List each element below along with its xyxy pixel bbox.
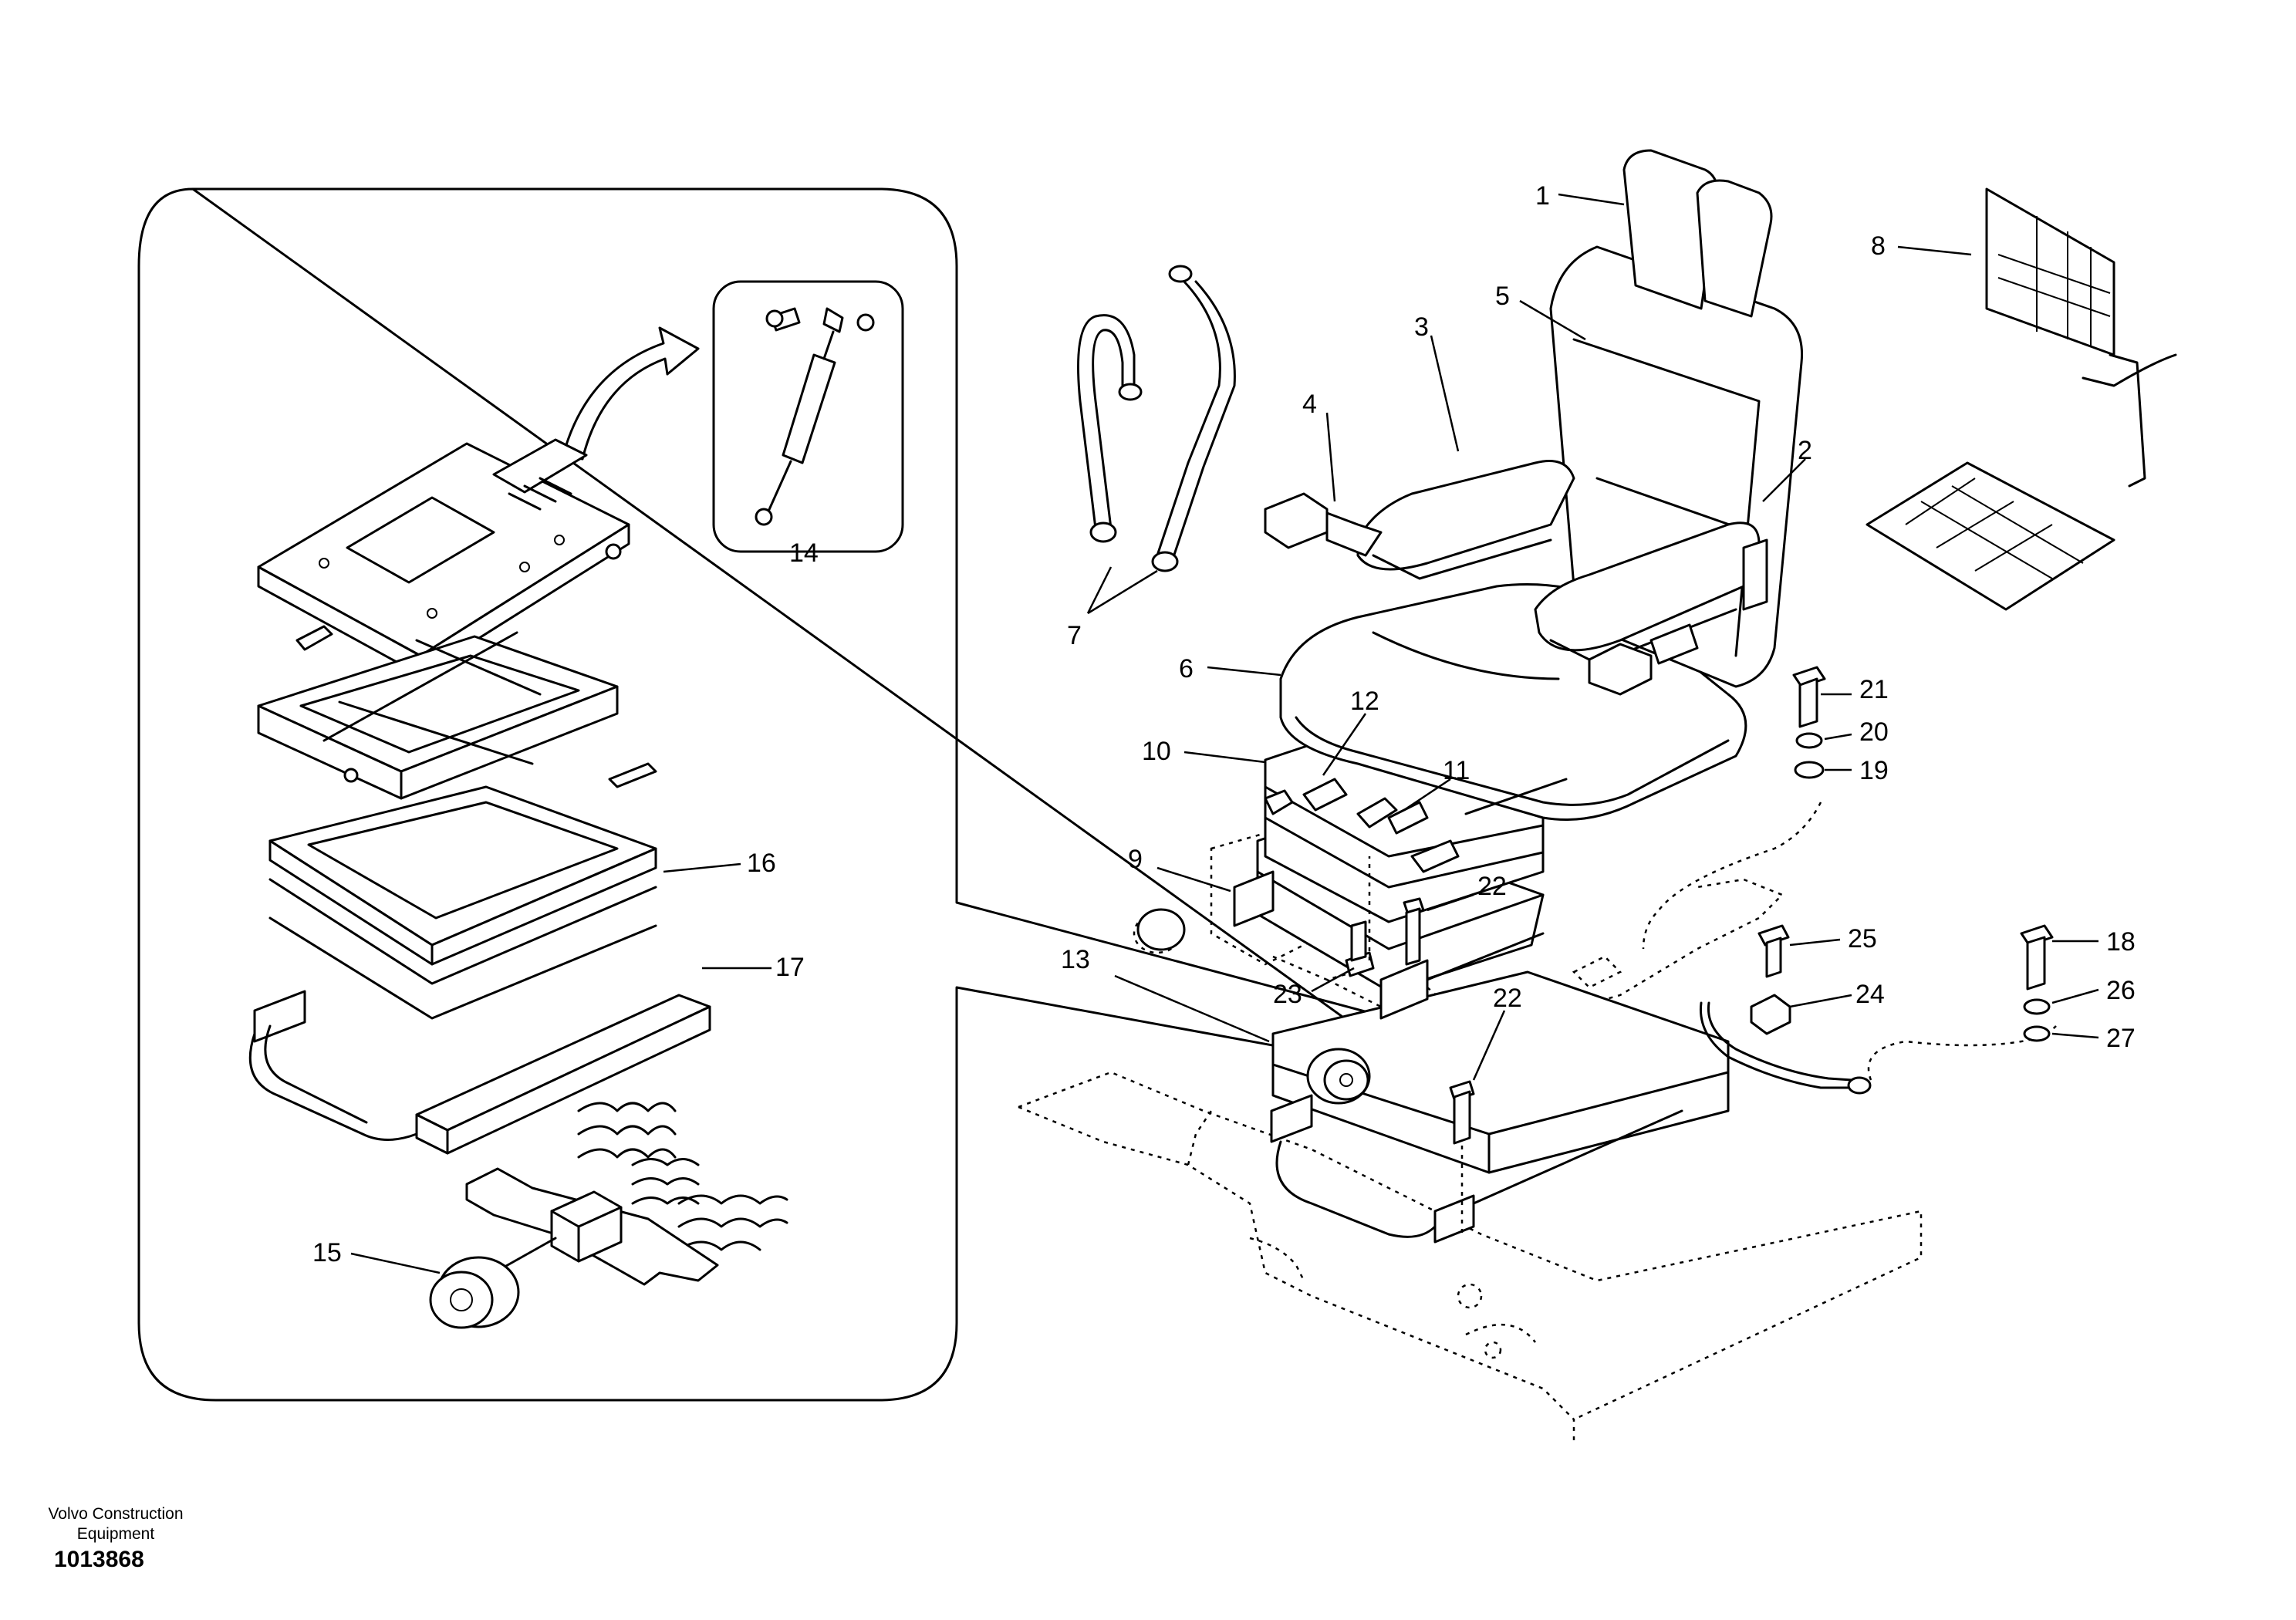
callout-12: 12 xyxy=(1350,687,1379,716)
leader-lines xyxy=(350,193,2099,1274)
cab-floor xyxy=(1018,1071,1923,1443)
ground-cables xyxy=(1077,265,1236,572)
callout-23: 23 xyxy=(1273,980,1302,1009)
callout-17: 17 xyxy=(775,953,805,982)
callout-8: 8 xyxy=(1871,231,1886,261)
springs xyxy=(577,1102,788,1251)
callout-1: 1 xyxy=(1535,181,1550,211)
callout-11: 11 xyxy=(1443,756,1470,785)
callout-25: 25 xyxy=(1848,924,1877,953)
floor-mat xyxy=(1866,187,2177,611)
callout-22-lower: 22 xyxy=(1493,984,1522,1013)
suspension-tray xyxy=(268,762,657,1020)
armrests xyxy=(1356,460,1768,665)
callout-16: 16 xyxy=(747,849,776,878)
callout-5: 5 xyxy=(1495,282,1510,311)
footer-company-name: Volvo Construction Equipment xyxy=(48,1505,184,1543)
scissor-frame xyxy=(257,631,619,800)
detail-inset xyxy=(137,187,1421,1402)
adjuster-assembly xyxy=(429,1167,719,1329)
gas-spring-part xyxy=(755,307,875,526)
seat-top-plate xyxy=(257,438,630,677)
callout-14: 14 xyxy=(789,538,819,568)
gas-spring-detail xyxy=(712,280,904,553)
callout-22-upper: 22 xyxy=(1477,872,1507,901)
seat-belt xyxy=(1264,492,1699,696)
fasteners xyxy=(1345,666,2054,1234)
callout-27: 27 xyxy=(2106,1024,2136,1053)
callout-3: 3 xyxy=(1414,312,1429,342)
callout-21: 21 xyxy=(1859,675,1889,704)
callout-labels: 1 2 3 4 5 6 7 8 9 10 11 12 13 14 15 16 1… xyxy=(312,181,2136,1267)
callout-2: 2 xyxy=(1798,436,1812,465)
callout-9: 9 xyxy=(1128,845,1143,874)
callout-20: 20 xyxy=(1859,717,1889,747)
detail-arrow xyxy=(562,326,700,461)
callout-7: 7 xyxy=(1067,621,1082,650)
ground-strap xyxy=(1642,802,2057,1095)
slide-rail xyxy=(248,990,711,1155)
callout-18: 18 xyxy=(2106,927,2136,957)
callout-10: 10 xyxy=(1142,737,1171,766)
footer-figure-number: 1013868 xyxy=(54,1547,144,1572)
callout-13: 13 xyxy=(1061,945,1090,974)
callout-24: 24 xyxy=(1855,980,1885,1009)
callout-19: 19 xyxy=(1859,756,1889,785)
callout-6: 6 xyxy=(1179,654,1194,683)
callout-26: 26 xyxy=(2106,976,2136,1005)
seat-levers xyxy=(1264,778,1460,873)
callout-15: 15 xyxy=(312,1238,342,1267)
callout-4: 4 xyxy=(1302,390,1317,419)
